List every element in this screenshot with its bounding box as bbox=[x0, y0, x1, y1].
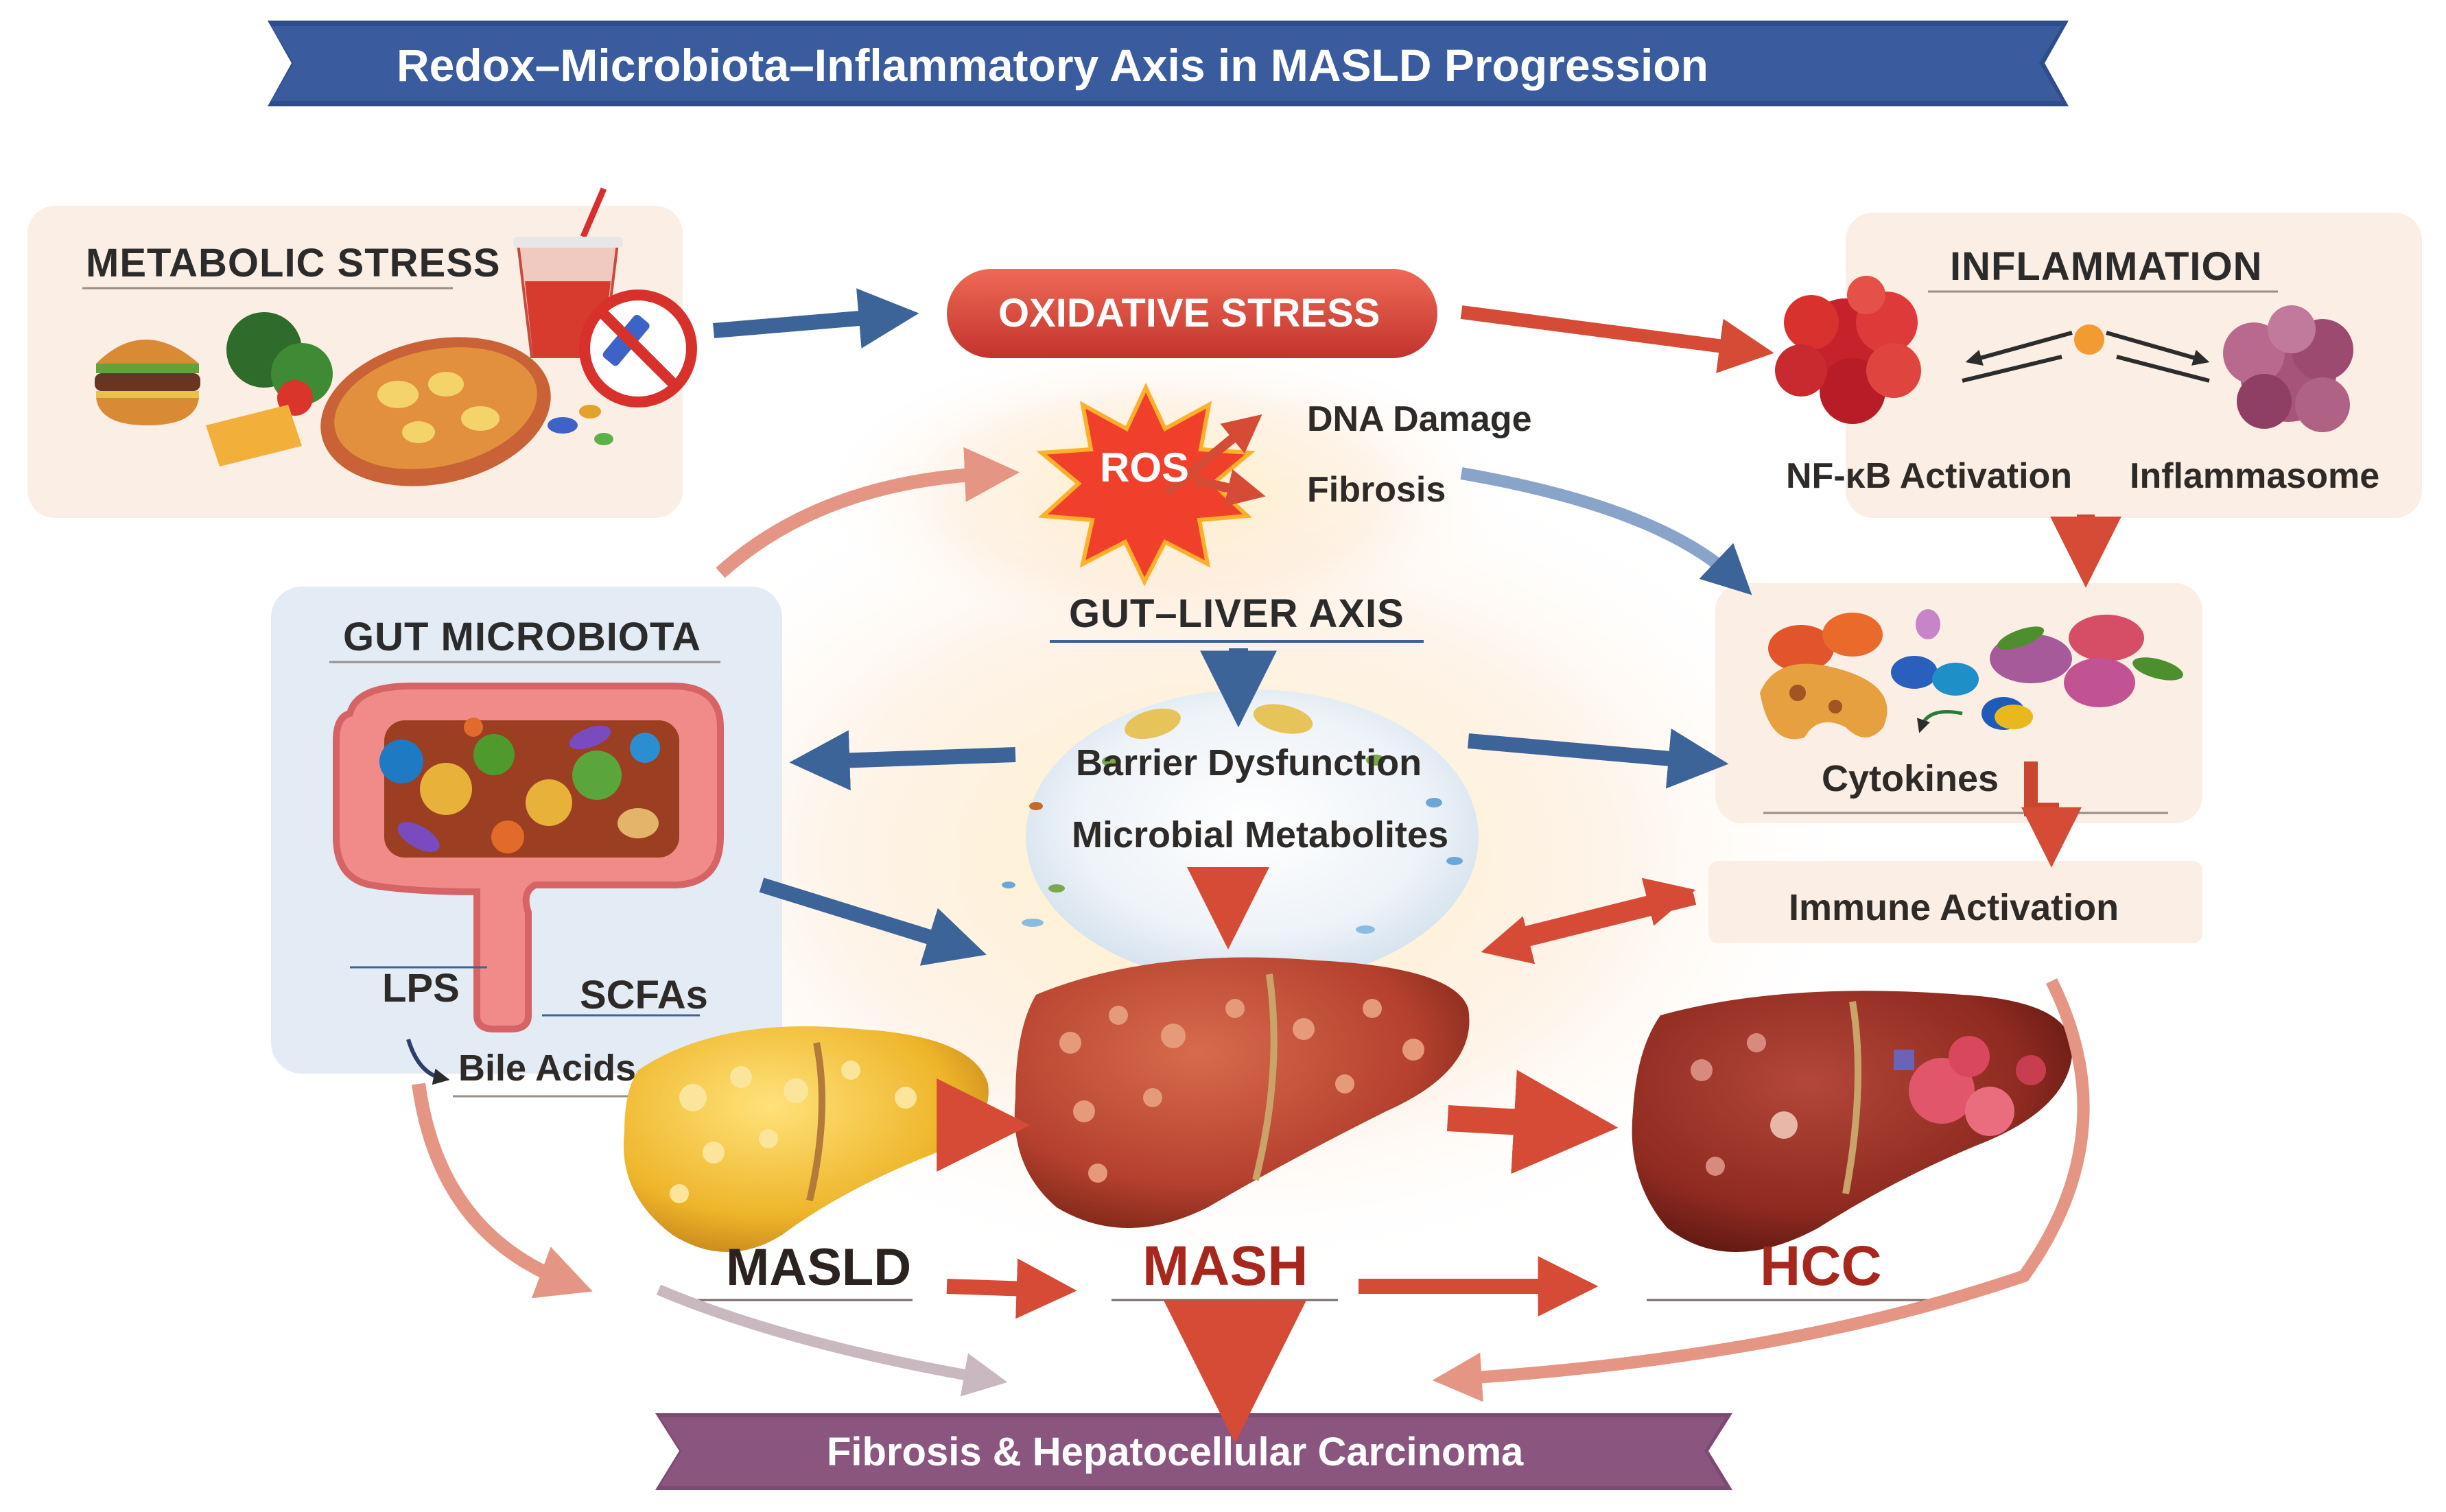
arrow-axis-to-gut bbox=[789, 730, 1016, 791]
outcome-label: Fibrosis & Hepatocellular Carcinoma bbox=[827, 1430, 1524, 1474]
burger-icon bbox=[95, 340, 200, 425]
arrow-gut-to-masld bbox=[412, 1083, 593, 1299]
inflammasome-cluster-icon bbox=[2223, 305, 2353, 432]
arrow-gut-to-ros bbox=[716, 447, 1020, 578]
hcc-stage-label: HCC bbox=[1760, 1235, 1882, 1297]
signal-dot-icon bbox=[2074, 324, 2104, 355]
bile-arrow bbox=[406, 1039, 450, 1085]
arrow-ros-to-dna bbox=[1163, 414, 1262, 497]
immune-activation-label: Immune Activation bbox=[1789, 887, 2119, 928]
nfkb-cluster-icon bbox=[1775, 276, 1921, 424]
cytokine-curved-arrow bbox=[1917, 710, 1963, 733]
mash-liver-icon bbox=[1014, 957, 1470, 1228]
pills-icon bbox=[548, 405, 613, 445]
metabolic-stress-heading: METABOLIC STRESS bbox=[86, 241, 501, 285]
title-banner bbox=[268, 21, 2069, 106]
masld-liver-icon bbox=[623, 1026, 989, 1252]
gut-liver-bubble bbox=[1026, 689, 1479, 984]
dna-damage-label: DNA Damage bbox=[1307, 399, 1532, 439]
arrow-liver-to-immune bbox=[1521, 877, 1696, 939]
arrow-axis-to-cytokines bbox=[1468, 728, 1729, 789]
inflammation-right-line bbox=[2116, 355, 2210, 383]
no-alcohol-icon bbox=[579, 290, 697, 407]
oxidative-stress-pill bbox=[947, 269, 1437, 358]
pizza-icon bbox=[320, 337, 551, 486]
oxidative-stress-label: OXIDATIVE STRESS bbox=[998, 291, 1380, 335]
arrow-ros-to-fibrosis bbox=[1192, 469, 1266, 507]
arrow-masld-to-outcome bbox=[656, 1284, 1008, 1397]
cytokine-blobs-icon bbox=[1760, 609, 2183, 740]
page-title: Redox–Microbiota–Inflammatory Axis in MA… bbox=[397, 40, 1708, 91]
arrow-oxidative-to-inflammation bbox=[1460, 305, 1774, 373]
inflammation-left-line bbox=[1962, 355, 2062, 383]
barrier-dysfunction-label: Barrier Dysfunction bbox=[1076, 742, 1422, 783]
arrow-hcc-to-outcome bbox=[1432, 978, 2090, 1402]
inflammation-left-arrow bbox=[1965, 331, 2073, 366]
fibrosis-effect-label: Fibrosis bbox=[1307, 470, 1446, 510]
vegetables-icon bbox=[226, 312, 333, 416]
gut-liver-axis-heading: GUT–LIVER AXIS bbox=[1069, 591, 1404, 636]
microbial-metabolites-label: Microbial Metabolites bbox=[1072, 814, 1449, 855]
ros-label: ROS bbox=[1100, 445, 1190, 491]
cytokines-label: Cytokines bbox=[1822, 758, 1999, 799]
arrow-metabolic-to-oxidative bbox=[713, 288, 919, 349]
immune-activation-panel bbox=[1708, 861, 2202, 943]
inflammasome-label: Inflammasome bbox=[2130, 456, 2380, 496]
inflammation-right-arrow bbox=[2106, 331, 2210, 366]
lps-label: LPS bbox=[382, 966, 460, 1011]
masld-stage-label: MASLD bbox=[726, 1238, 912, 1297]
outcome-banner bbox=[655, 1413, 1732, 1490]
cheese-icon bbox=[206, 405, 302, 466]
inflammation-heading: INFLAMMATION bbox=[1950, 244, 2263, 289]
arrow-gut-to-liver bbox=[759, 877, 987, 966]
arrow-mash-to-hcc-liver bbox=[1446, 1070, 1619, 1174]
inflammation-panel bbox=[1846, 213, 2422, 518]
scfa-label: SCFAs bbox=[580, 973, 708, 1017]
hcc-liver-icon bbox=[1632, 991, 2073, 1252]
intestine-icon bbox=[333, 683, 724, 1032]
arrow-masld-to-mash bbox=[946, 1258, 1077, 1319]
bile-acids-label: Bile Acids bbox=[458, 1048, 637, 1089]
gut-microbiota-heading: GUT MICROBIOTA bbox=[343, 615, 701, 659]
mash-stage-label: MASH bbox=[1142, 1235, 1308, 1297]
nfkb-activation-label: NF-κB Activation bbox=[1786, 456, 2073, 496]
arrow-ros-to-cytokines bbox=[1460, 467, 1752, 595]
